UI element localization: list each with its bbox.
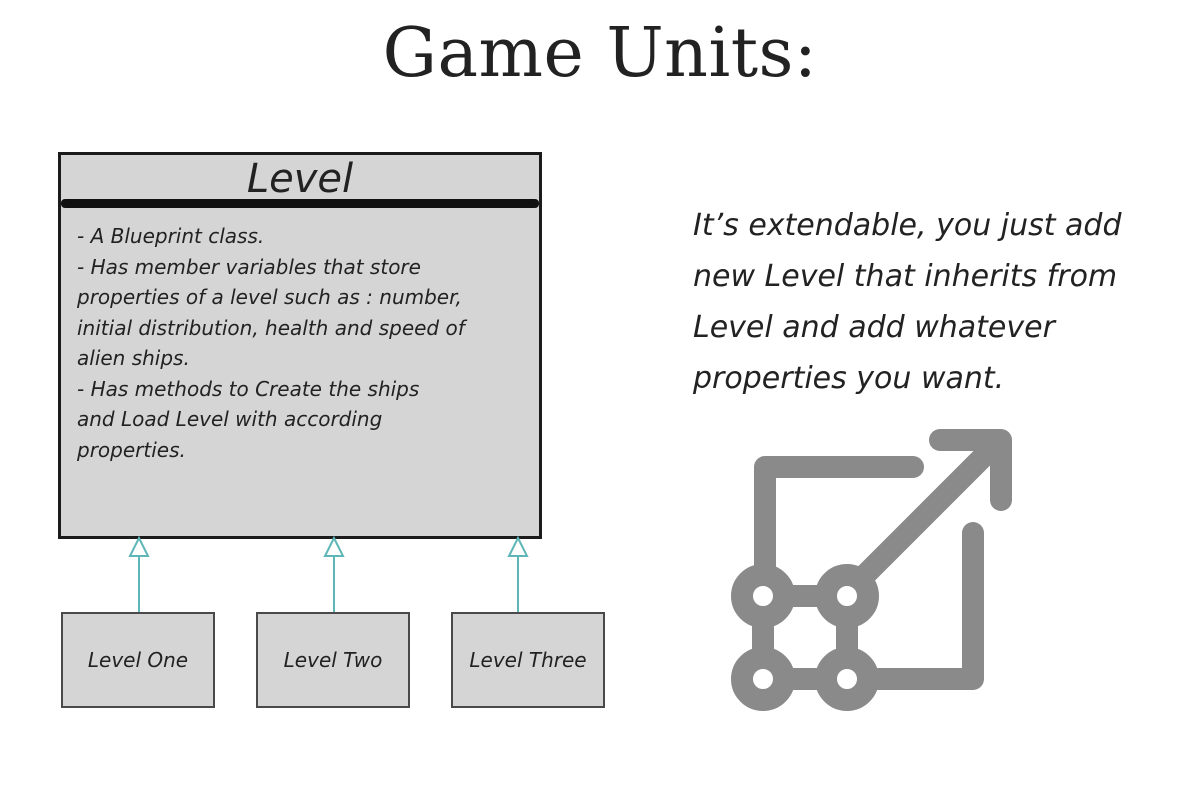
description-line: alien ships. [77,346,190,370]
description-line: properties of a level such as : number, [77,285,462,309]
note-line: It’s extendable, you just add [693,208,1122,243]
inheritance-arrow-one [128,535,150,612]
level-class-box: Level - A Blueprint class. - Has member … [58,152,542,539]
extend-expand-icon [731,429,1012,711]
note-line: properties you want. [693,361,1005,396]
description-line: and Load Level with according [77,407,383,431]
description-line: - Has methods to Create the ships [77,376,420,401]
inheritance-arrow-three [507,535,529,612]
note-line: new Level that inherits from [693,259,1118,294]
subclass-level-one: Level One [61,612,215,708]
note-line: Level and add whatever [693,310,1055,345]
extendability-note: It’s extendable, you just add new Level … [693,200,1173,404]
description-line: - Has member variables that store [77,254,421,279]
inheritance-arrow-two [323,535,345,612]
subclass-level-two: Level Two [256,612,410,708]
class-name: Level [246,156,354,202]
class-description: - A Blueprint class. - Has member variab… [77,221,532,465]
description-line: initial distribution, health and speed o… [77,315,465,340]
description-line: properties. [77,437,186,462]
slide-title: Game Units: [382,14,818,93]
subclass-level-three: Level Three [451,612,605,708]
description-line: - A Blueprint class. [77,224,265,248]
class-divider [61,199,539,208]
